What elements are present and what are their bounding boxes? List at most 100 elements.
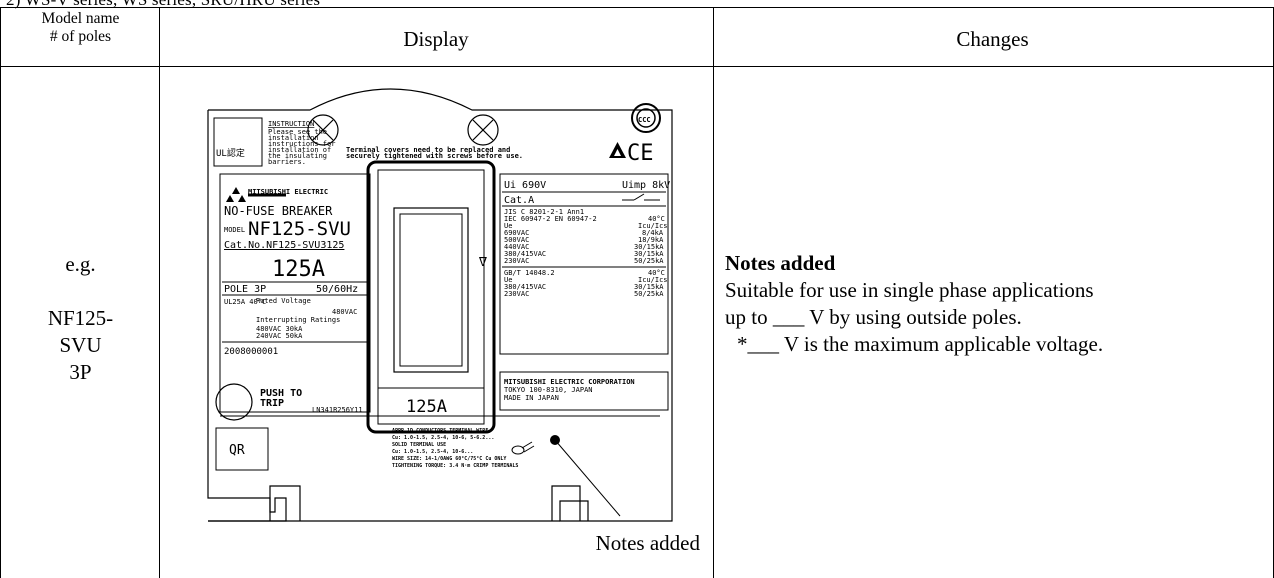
ccc-mark-icon: CCC <box>631 103 661 133</box>
svg-text:30/15kA: 30/15kA <box>634 283 664 291</box>
qr-box <box>215 427 269 471</box>
handle-frame <box>366 160 496 434</box>
ul-box <box>213 117 263 167</box>
ul-spec: UL25A 40°C <box>224 298 266 306</box>
svg-text:30/15kA: 30/15kA <box>634 243 664 251</box>
svg-text:8/4kA: 8/4kA <box>642 229 664 237</box>
svg-text:230VAC: 230VAC <box>504 257 529 265</box>
interrupting-row: 240VAC 50kA <box>256 332 303 340</box>
svg-text:230VAC: 230VAC <box>504 290 529 298</box>
rated-voltage-label: Rated Voltage <box>256 297 311 305</box>
handle-window <box>377 169 485 425</box>
svg-text:50/25kA: 50/25kA <box>634 290 664 298</box>
table-column-divider-2 <box>713 7 714 578</box>
temperature: 40°C <box>648 215 665 223</box>
svg-text:690VAC: 690VAC <box>504 229 529 237</box>
icu-label: Icu/Ics <box>638 222 668 230</box>
header-display: Display <box>403 27 469 51</box>
push-to-trip-button <box>215 383 253 421</box>
instruction-line: installation <box>268 134 319 142</box>
svg-text:380/415VAC: 380/415VAC <box>504 250 546 258</box>
arrow-mark: ∇ <box>478 255 487 270</box>
brand-name: MITSUBISHI ELECTRIC <box>248 188 328 196</box>
changes-title: Notes added <box>725 251 836 275</box>
svg-text:APPR 1D CONDUCTORS TERMINAL WI: APPR 1D CONDUCTORS TERMINAL WIRE <box>392 428 488 434</box>
section-heading: 2) WS-V series, WS series, SRU/HRU serie… <box>6 0 320 9</box>
svg-text:TIGHTENING TORQUE: 3.4 N·m C: TIGHTENING TORQUE: 3.4 N·m CRIMP TERMINA… <box>392 463 518 469</box>
handle-rating: 125A <box>406 397 447 417</box>
header-changes: Changes <box>956 27 1029 51</box>
part-code: LN341R256Y11 <box>312 406 363 414</box>
icu-label: Icu/Ics <box>638 276 668 284</box>
model-cell: e.g. NF125- SVU 3P <box>47 252 114 384</box>
svg-text:WIRE SIZE: 14-1/0AWG 60°C/75°C: WIRE SIZE: 14-1/0AWG 60°C/75°C Cu ONLY <box>392 456 506 462</box>
svg-text:50/25kA: 50/25kA <box>634 257 664 265</box>
instruction-line: instructions for <box>268 140 335 148</box>
push-to-trip-label: TRIP <box>260 398 284 409</box>
svg-text:CCC: CCC <box>638 116 651 124</box>
ue-label: Ue <box>504 222 512 230</box>
table-border-left <box>0 7 1 578</box>
screw-icon <box>467 114 499 146</box>
terminal-slot-left <box>269 485 301 521</box>
interrupting-label: Interrupting Ratings <box>256 316 340 324</box>
instruction-line: the insulating <box>268 152 327 160</box>
svg-text:Cu: 1.0-1.5, 2.5-4, 10-6...: Cu: 1.0-1.5, 2.5-4, 10-6... <box>392 449 473 455</box>
toggle-handle <box>393 207 469 373</box>
table-border-top <box>0 7 1274 8</box>
jis-standard: JIS C 8201-2-1 Ann1 <box>504 208 584 216</box>
category: Cat.A <box>504 195 534 206</box>
product-type: NO-FUSE BREAKER <box>224 204 333 218</box>
rating-value: 125A <box>272 257 325 282</box>
ui-voltage: Ui 690V <box>504 180 546 191</box>
changes-cell: Notes added Suitable for use in single p… <box>725 250 1265 358</box>
maker-name: MITSUBISHI ELECTRIC CORPORATION <box>504 378 635 386</box>
qr-label: QR <box>229 443 245 458</box>
toggle-handle-inner <box>399 213 463 367</box>
ul-mark: UL認定 <box>216 147 245 159</box>
svg-text:380/415VAC: 380/415VAC <box>504 283 546 291</box>
header-model-name: Model name # of poles <box>41 10 120 45</box>
callout-label: Notes added <box>595 531 700 555</box>
changes-line-1: Suitable for use in single phase applica… <box>725 278 1094 302</box>
breaker-drawing: UL認定 INSTRUCTION Please see the installa… <box>207 88 673 522</box>
interrupting-row: 480VAC 30kA <box>256 325 303 333</box>
breaker-symbol-icon <box>622 193 660 201</box>
uimp-voltage: Uimp 8kV <box>622 180 670 191</box>
maker-panel <box>499 371 669 411</box>
model-label: MODEL <box>224 226 245 234</box>
svg-text:440VAC: 440VAC <box>504 243 529 251</box>
push-to-trip-label: PUSH TO <box>260 388 302 399</box>
table-header-divider <box>0 66 1274 67</box>
rating-label-panel <box>219 173 371 413</box>
ce-mark: CE <box>627 141 654 166</box>
svg-text:30/15kA: 30/15kA <box>634 250 664 258</box>
terminal-cover-note: securely tightened with screws before us… <box>346 152 523 160</box>
breaker-body-outline <box>208 88 673 522</box>
crimp-terminal-icon <box>511 441 535 455</box>
temperature: 40°C <box>648 269 665 277</box>
model-name: NF125-SVU <box>248 218 351 240</box>
rated-voltage-value: 480VAC <box>332 308 357 316</box>
terminal-slot-right <box>551 485 581 521</box>
screw-icon <box>307 114 339 146</box>
instruction-title: INSTRUCTION <box>268 120 314 128</box>
warning-triangle-icon <box>609 142 626 158</box>
svg-text:500VAC: 500VAC <box>504 236 529 244</box>
spec-rows-2: 380/415VAC 30/15kA 230VAC 50/25kA <box>504 283 664 298</box>
ue-label: Ue <box>504 276 512 284</box>
made-in: MADE IN JAPAN <box>504 394 559 402</box>
iec-standard: IEC 60947-2 EN 60947-2 <box>504 215 597 223</box>
spec-rows-1: 690VAC 8/4kA 500VAC 18/9kA 440VAC 30/15kA 3… <box>504 229 664 265</box>
svg-text:Cu: 1.0-1.5, 2.5-4, 10-6, 5-6.: Cu: 1.0-1.5, 2.5-4, 10-6, 5-6.2... <box>392 435 494 441</box>
maker-address: TOKYO 100-8310, JAPAN <box>504 386 593 394</box>
mitsubishi-logo-icon <box>226 187 246 202</box>
pole-count: POLE 3P <box>224 284 266 295</box>
serial-number: 2008000001 <box>224 347 278 357</box>
svg-text:18/9kA: 18/9kA <box>638 236 664 244</box>
instruction-line: Please see the <box>268 128 327 136</box>
terminal-cover-note: Terminal covers need to be replaced and <box>346 146 510 154</box>
changes-line-2: up to ___ V by using outside poles. <box>725 305 1022 329</box>
frequency: 50/60Hz <box>316 284 358 295</box>
changes-line-3: *___ V is the maximum applicable voltage… <box>737 332 1104 356</box>
